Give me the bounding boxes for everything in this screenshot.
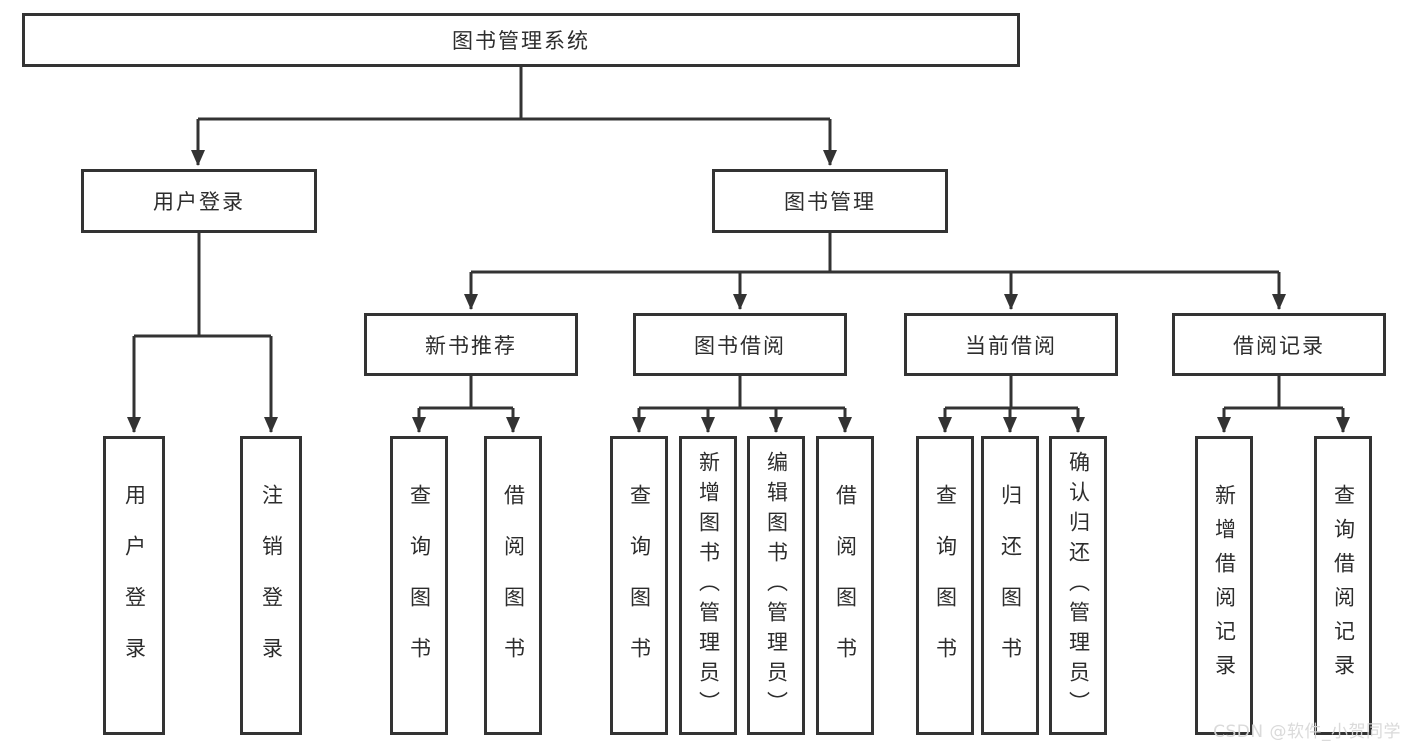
- connector-borrow-record-children: [1217, 376, 1350, 433]
- node-label: 图书管理系统: [452, 29, 590, 53]
- leaf-logout: 注销登录: [240, 436, 302, 735]
- leaf-label: 注销登录: [259, 483, 284, 688]
- leaf-label: 新增图书（管理员）: [696, 450, 721, 721]
- csdn-watermark: CSDN @软件_小贺同学: [1213, 722, 1401, 742]
- node-book-borrow: 图书借阅: [633, 313, 847, 376]
- leaf-label: 编辑图书（管理员）: [764, 450, 789, 721]
- node-root-system: 图书管理系统: [22, 13, 1020, 67]
- leaf-query-book-current: 查询图书: [916, 436, 974, 735]
- connector-user-login-children: [127, 233, 278, 433]
- node-label: 用户登录: [153, 190, 245, 214]
- leaf-query-book-recommend: 查询图书: [390, 436, 448, 735]
- connector-new-book-children: [412, 376, 520, 433]
- leaf-borrow-book-recommend: 借阅图书: [484, 436, 542, 735]
- node-user-login: 用户登录: [81, 169, 317, 233]
- leaf-user-login: 用户登录: [103, 436, 165, 735]
- leaf-label: 用户登录: [122, 483, 147, 688]
- node-label: 当前借阅: [965, 333, 1057, 358]
- leaf-borrow-book: 借阅图书: [816, 436, 874, 735]
- node-label: 借阅记录: [1233, 333, 1325, 358]
- leaf-label: 查询图书: [407, 483, 432, 688]
- leaf-query-book-borrow: 查询图书: [610, 436, 668, 735]
- leaf-add-book-admin: 新增图书（管理员）: [679, 436, 737, 735]
- leaf-label: 查询图书: [933, 483, 958, 688]
- connector-current-borrow-children: [938, 376, 1085, 433]
- leaf-add-borrow-record: 新增借阅记录: [1195, 436, 1253, 735]
- leaf-label: 新增借阅记录: [1212, 483, 1237, 688]
- connector-book-management-to-level3: [464, 233, 1286, 310]
- node-borrow-record: 借阅记录: [1172, 313, 1386, 376]
- connector-root-to-level2: [191, 67, 837, 166]
- leaf-label: 归还图书: [998, 483, 1023, 688]
- node-current-borrow: 当前借阅: [904, 313, 1118, 376]
- connector-book-borrow-children: [632, 376, 852, 433]
- node-label: 新书推荐: [425, 333, 517, 358]
- leaf-label: 查询图书: [627, 483, 652, 688]
- leaf-edit-book-admin: 编辑图书（管理员）: [747, 436, 805, 735]
- leaf-label: 确认归还（管理员）: [1066, 450, 1091, 721]
- node-book-management: 图书管理: [712, 169, 948, 233]
- leaf-label: 查询借阅记录: [1331, 483, 1356, 688]
- leaf-label: 借阅图书: [501, 483, 526, 688]
- node-label: 图书管理: [784, 190, 876, 214]
- leaf-label: 借阅图书: [833, 483, 858, 688]
- node-label: 图书借阅: [694, 333, 786, 358]
- leaf-query-borrow-record: 查询借阅记录: [1314, 436, 1372, 735]
- leaf-return-book: 归还图书: [981, 436, 1039, 735]
- node-new-book-recommend: 新书推荐: [364, 313, 578, 376]
- leaf-confirm-return-admin: 确认归还（管理员）: [1049, 436, 1107, 735]
